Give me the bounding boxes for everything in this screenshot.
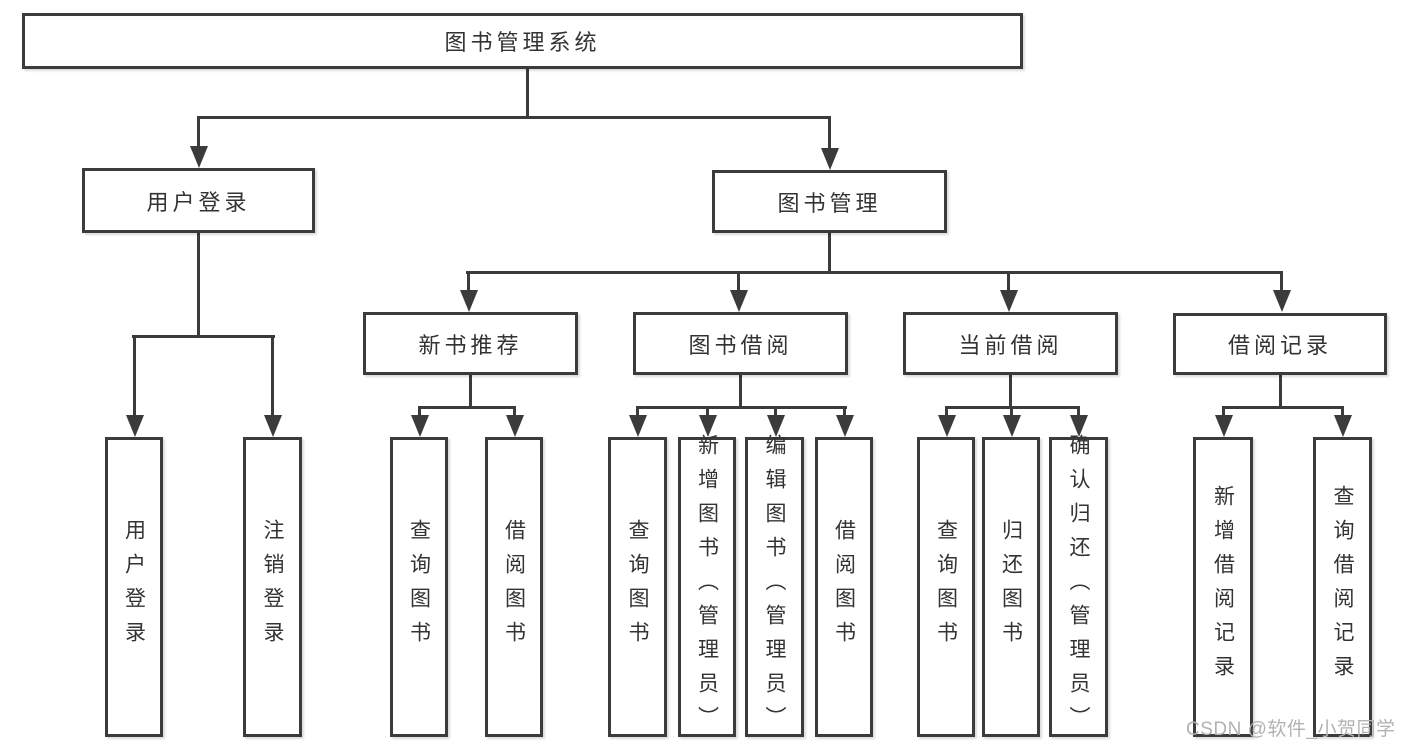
arrow-to-bb-edit (766, 407, 785, 437)
node-library-system-label: 图书管理系统 (444, 30, 601, 55)
node-current-borrow: 当前借阅 (903, 312, 1118, 375)
leaf-nb-query-books-label: 查询图书 (407, 519, 431, 655)
leaf-cb-return-books-label: 归还图书 (999, 519, 1023, 655)
node-book-mgmt-label: 图书管理 (777, 190, 882, 216)
leaf-cb-query-books: 查询图书 (917, 437, 975, 737)
leaf-cb-query-books-label: 查询图书 (934, 519, 958, 655)
arrow-to-bb-add (698, 407, 717, 437)
edge-user-login-bus (132, 335, 275, 338)
arrow-to-user-login (189, 117, 208, 168)
edge-new-book-rec-bus (418, 406, 516, 409)
leaf-bb-query-books-label: 查询图书 (626, 519, 649, 655)
leaf-br-add-record: 新增借阅记录 (1193, 437, 1253, 737)
edge-new-book-rec-drop (469, 375, 472, 407)
arrow-to-nb-borrow (505, 407, 524, 437)
node-library-system: 图书管理系统 (22, 13, 1023, 69)
leaf-logout-label: 注销登录 (261, 519, 284, 655)
edge-root-drop (526, 69, 529, 117)
arrow-to-book-mgmt (820, 117, 839, 170)
node-book-borrow: 图书借阅 (633, 312, 848, 375)
edge-borrow-records-bus (1222, 406, 1344, 409)
leaf-bb-add-books: 新增图书（管理员） (678, 434, 736, 740)
arrow-to-current-borrow (999, 272, 1018, 312)
node-book-borrow-label: 图书借阅 (688, 332, 793, 358)
node-current-borrow-label: 当前借阅 (958, 332, 1063, 358)
leaf-br-query-record: 查询借阅记录 (1313, 437, 1372, 737)
arrow-to-book-borrow (729, 272, 748, 312)
node-new-book-rec: 新书推荐 (363, 312, 578, 375)
leaf-cb-confirm-return: 确认归还（管理员） (1049, 434, 1108, 740)
leaf-br-add-record-label: 新增借阅记录 (1211, 485, 1235, 689)
arrow-to-logout-leaf (263, 336, 282, 437)
leaf-user-login: 用户登录 (105, 437, 163, 737)
arrow-to-br-query (1333, 407, 1352, 437)
leaf-br-query-record-label: 查询借阅记录 (1331, 485, 1354, 689)
edge-user-login-drop (197, 233, 200, 336)
arrow-to-cb-confirm (1069, 407, 1088, 437)
leaf-bb-query-books: 查询图书 (608, 437, 667, 737)
edge-book-borrow-drop (739, 375, 742, 407)
edge-borrow-records-drop (1279, 375, 1282, 407)
edge-level3-bus (466, 271, 1283, 274)
arrow-to-cb-return (1002, 407, 1021, 437)
leaf-nb-borrow-books-label: 借阅图书 (502, 519, 526, 655)
arrow-to-nb-query (410, 407, 429, 437)
edge-current-borrow-drop (1009, 375, 1012, 407)
arrow-to-cb-query (937, 407, 956, 437)
node-borrow-records: 借阅记录 (1173, 313, 1387, 375)
node-user-login-label: 用户登录 (146, 189, 251, 215)
leaf-logout: 注销登录 (243, 437, 302, 737)
leaf-user-login-label: 用户登录 (122, 519, 146, 655)
leaf-cb-confirm-return-label: 确认归还（管理员） (1067, 434, 1090, 740)
csdn-watermark: CSDN @软件_小贺同学 (1186, 719, 1396, 740)
arrow-to-bb-borrow (835, 407, 854, 437)
leaf-bb-add-books-label: 新增图书（管理员） (695, 434, 719, 740)
leaf-bb-edit-books-label: 编辑图书（管理员） (763, 434, 786, 740)
edge-book-borrow-bus (636, 406, 847, 409)
leaf-bb-borrow-books-label: 借阅图书 (832, 519, 856, 655)
edge-level2-bus (197, 116, 831, 119)
leaf-nb-query-books: 查询图书 (390, 437, 448, 737)
arrow-to-br-add (1214, 407, 1233, 437)
leaf-cb-return-books: 归还图书 (982, 437, 1040, 737)
node-new-book-rec-label: 新书推荐 (418, 332, 523, 358)
arrow-to-bb-query (628, 407, 647, 437)
edge-book-mgmt-drop (828, 233, 831, 272)
node-borrow-records-label: 借阅记录 (1227, 333, 1332, 358)
leaf-bb-borrow-books: 借阅图书 (815, 437, 873, 737)
arrow-to-user-login-leaf (125, 336, 144, 437)
arrow-to-borrow-records (1272, 272, 1291, 312)
arrow-to-new-book-rec (459, 272, 478, 312)
node-user-login: 用户登录 (82, 168, 315, 233)
node-book-mgmt: 图书管理 (712, 170, 947, 233)
leaf-bb-edit-books: 编辑图书（管理员） (745, 434, 804, 740)
leaf-nb-borrow-books: 借阅图书 (485, 437, 543, 737)
